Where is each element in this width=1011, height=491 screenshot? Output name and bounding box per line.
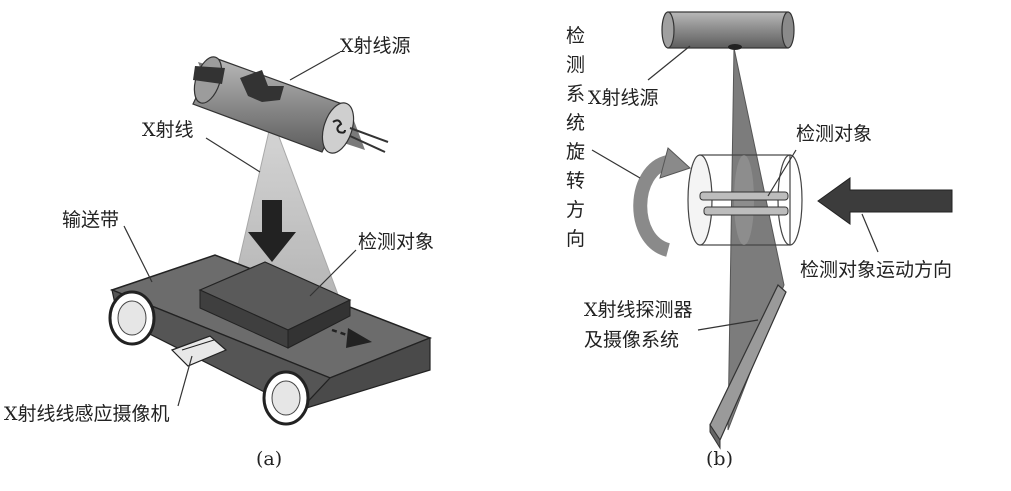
label-b-detector-line2: 及摄像系统 xyxy=(584,329,679,351)
label-b-rotation: 检测系统旋转方向 xyxy=(566,25,585,250)
rotation-arrow xyxy=(633,147,691,257)
leader-b-motion xyxy=(861,213,879,253)
panel-b: X射线源 检测系统旋转方向 检测对象 检测对象运动方向 X射线探测器 及摄像系统… xyxy=(566,11,953,470)
leader-a-source xyxy=(289,51,341,81)
leader-a-object xyxy=(309,249,357,297)
panel-a: X射线源 X射线 输送带 检测对象 X射线线感应摄像机 (a) xyxy=(4,35,434,470)
inspected-object-box xyxy=(198,261,352,349)
motion-arrow-a xyxy=(331,328,372,348)
leader-b-source xyxy=(647,45,691,81)
rotation-cylinder xyxy=(687,154,803,246)
object-plate-top xyxy=(699,191,789,201)
tube-inner-arrow xyxy=(240,70,284,102)
leader-b-rotation xyxy=(591,149,641,179)
label-a-conveyor: 输送带 xyxy=(62,209,119,231)
label-a-camera: X射线线感应摄像机 xyxy=(4,403,170,425)
leader-b-detector xyxy=(697,319,759,331)
xray-source-cylinder xyxy=(661,11,795,50)
caption-b: (b) xyxy=(706,448,733,470)
label-a-object: 检测对象 xyxy=(358,231,434,253)
caption-a: (a) xyxy=(256,448,282,470)
leader-a-conveyor xyxy=(123,225,153,283)
label-b-object: 检测对象 xyxy=(796,123,872,145)
leader-a-xray xyxy=(205,137,261,173)
leader-a-camera xyxy=(177,355,193,407)
detector-strip xyxy=(709,284,787,450)
xray-source-tube xyxy=(192,56,389,154)
label-a-xray-source: X射线源 xyxy=(340,35,411,57)
label-b-xray-source: X射线源 xyxy=(588,87,659,109)
label-a-xray: X射线 xyxy=(142,119,194,141)
object-plate-bottom xyxy=(703,206,789,216)
leader-b-object xyxy=(767,149,797,197)
label-b-detector-line1: X射线探测器 xyxy=(584,299,693,321)
label-b-motion: 检测对象运动方向 xyxy=(800,259,952,281)
motion-arrow-b xyxy=(817,177,953,225)
downward-arrow xyxy=(248,200,296,262)
line-camera-sensor xyxy=(170,335,228,367)
